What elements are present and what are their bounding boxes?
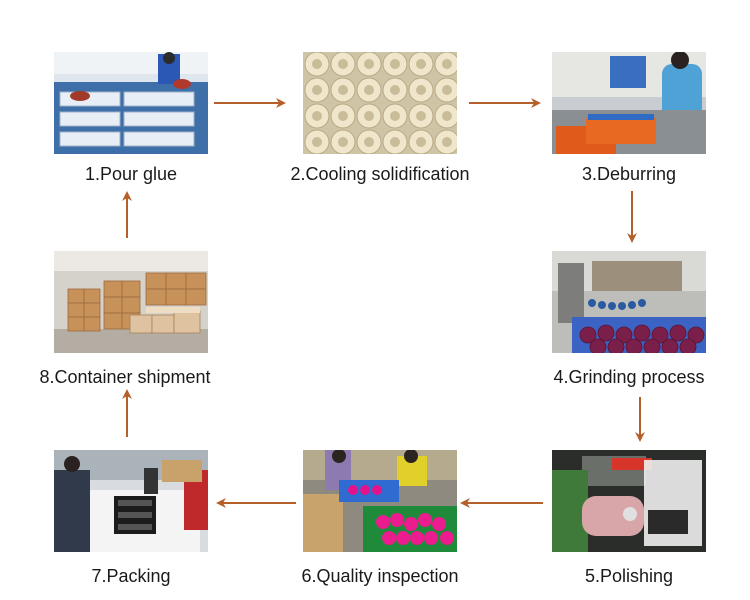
- mold-cup-center: [442, 85, 452, 95]
- grinding-machine-photo: [552, 251, 706, 353]
- step-4-photo: [552, 251, 706, 353]
- mold-cup-center: [390, 137, 400, 147]
- pour-glue-photo: [54, 52, 208, 154]
- mold-cup-center: [312, 111, 322, 121]
- deburring-photo: [552, 52, 706, 154]
- step-5-label: 5.Polishing: [584, 566, 674, 586]
- step-3-photo: [552, 52, 706, 154]
- step-1-photo: [54, 52, 208, 154]
- mold-cup-center: [338, 59, 348, 69]
- mold-cup-center: [364, 59, 374, 69]
- polishing-photo: [552, 450, 706, 552]
- mold-cup-center: [416, 111, 426, 121]
- mold-cup-center: [416, 137, 426, 147]
- step-4-label: 4.Grinding process: [553, 367, 705, 387]
- mold-cup-center: [416, 85, 426, 95]
- mold-cup-center: [312, 85, 322, 95]
- mold-cup-center: [312, 137, 322, 147]
- step-7-label: 7.Packing: [91, 566, 171, 586]
- mold-cup-center: [338, 85, 348, 95]
- step-2-label: 2.Cooling solidification: [290, 164, 470, 184]
- mold-cup-center: [312, 59, 322, 69]
- mold-cup-center: [442, 111, 452, 121]
- mold-cup-center: [442, 59, 452, 69]
- step-7-photo: [54, 450, 208, 552]
- step-3-label: 3.Deburring: [581, 164, 677, 184]
- mold-cup-center: [390, 85, 400, 95]
- step-8-label: 8.Container shipment: [39, 367, 211, 387]
- step-6-label: 6.Quality inspection: [301, 566, 459, 586]
- step-8-photo: [54, 251, 208, 353]
- mold-cup-center: [364, 85, 374, 95]
- mold-cup-center: [390, 59, 400, 69]
- mold-cup-center: [390, 111, 400, 121]
- quality-inspection-photo: [303, 450, 457, 552]
- step-5-photo: [552, 450, 706, 552]
- mold-cup-center: [416, 59, 426, 69]
- mold-cup-center: [338, 137, 348, 147]
- packing-photo: [54, 450, 208, 552]
- step-6-photo: [303, 450, 457, 552]
- mold-cup-center: [364, 137, 374, 147]
- container-shipment-photo: [54, 251, 208, 353]
- mold-cup-center: [442, 137, 452, 147]
- mold-cup-center: [338, 111, 348, 121]
- cooling-molds-photo: [303, 52, 457, 154]
- step-1-label: 1.Pour glue: [84, 164, 178, 184]
- mold-cup-center: [364, 111, 374, 121]
- step-2-photo: [303, 52, 457, 154]
